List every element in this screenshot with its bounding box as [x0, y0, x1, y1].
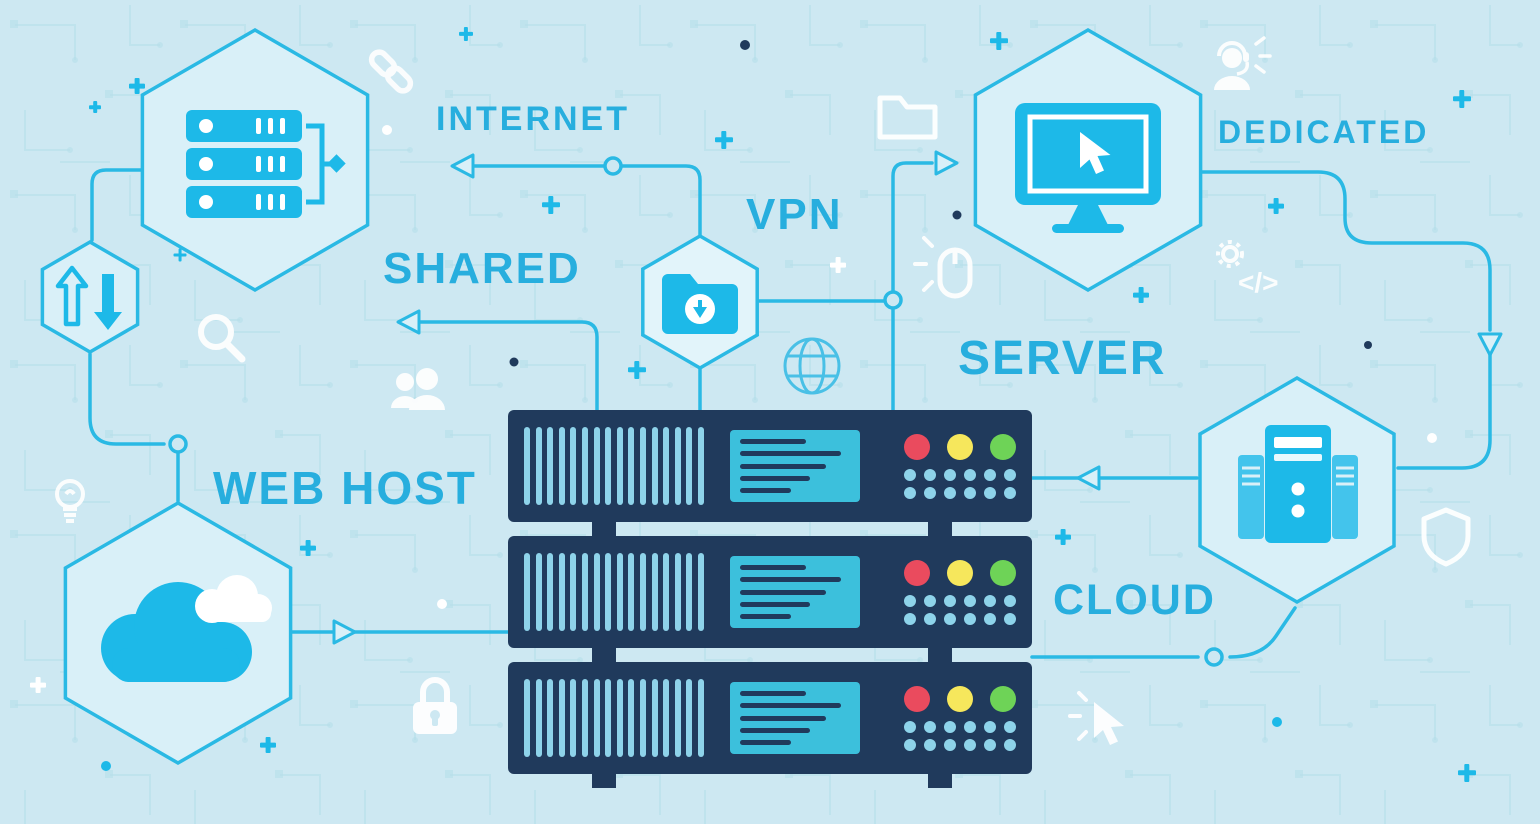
status-screen [729, 682, 860, 754]
status-lights [904, 559, 1016, 586]
arrow-left-icon [1076, 465, 1101, 491]
server-rack-unit [508, 662, 1032, 774]
label-dedicated: DEDICATED [1218, 114, 1430, 150]
yellow-light [947, 685, 973, 712]
arrow-right-icon [332, 619, 357, 645]
label-server: SERVER [958, 332, 1167, 385]
server-rack-unit [508, 536, 1032, 648]
users-icon [391, 368, 445, 410]
folder-icon [877, 95, 938, 140]
red-light [904, 433, 930, 460]
server-stack-icon [186, 110, 346, 218]
label-vpn: VPN [746, 190, 843, 239]
folder-download-icon [662, 274, 738, 334]
label-shared: SHARED [383, 244, 581, 293]
cursor-click-icon [1068, 691, 1124, 745]
indicator-dots [904, 468, 1016, 499]
shield-icon [1421, 507, 1471, 567]
server-rack-unit [508, 410, 1032, 522]
arrowheads [332, 150, 1503, 645]
connector-lines [88, 161, 1492, 659]
green-light [990, 433, 1016, 460]
label-cloud: CLOUD [1053, 576, 1216, 624]
rack-legs [508, 522, 1032, 536]
arrow-left-icon [450, 153, 475, 179]
junction-nodes [168, 156, 1224, 667]
gear-icon [1216, 240, 1244, 268]
green-light [990, 685, 1016, 712]
label-internet: INTERNET [436, 100, 630, 138]
code-icon: </> [1238, 267, 1278, 298]
small-cloud-icon [195, 575, 272, 623]
red-light [904, 559, 930, 586]
tower-server-icon [1238, 425, 1358, 543]
red-light [904, 685, 930, 712]
green-light [990, 559, 1016, 586]
status-screen [729, 430, 860, 502]
vent-lines [524, 679, 704, 757]
status-screen [729, 556, 860, 628]
rack-legs [508, 648, 1032, 662]
status-lights [904, 433, 1016, 460]
label-web-host: WEB HOST [213, 462, 477, 514]
vent-lines [524, 553, 704, 631]
vent-lines [524, 427, 704, 505]
link-icon [368, 49, 414, 94]
arrow-down-icon [1477, 332, 1503, 357]
monitor-cursor-icon [1015, 103, 1161, 233]
magnifier-icon [198, 314, 246, 363]
mouse-icon [913, 236, 973, 299]
arrow-right-icon [934, 150, 959, 176]
cloud-icon [101, 575, 272, 682]
headset-support-icon [1214, 36, 1272, 90]
yellow-light [947, 559, 973, 586]
arrow-left-icon [396, 309, 421, 335]
status-lights [904, 685, 1016, 712]
indicator-dots [904, 594, 1016, 625]
globe-icon [783, 337, 841, 395]
lightbulb-icon [55, 479, 85, 523]
rack-legs [508, 774, 1032, 788]
transfer-arrows-icon [55, 265, 122, 330]
indicator-dots [904, 720, 1016, 751]
lock-icon [413, 677, 457, 734]
server-rack [508, 410, 1032, 788]
yellow-light [947, 433, 973, 460]
